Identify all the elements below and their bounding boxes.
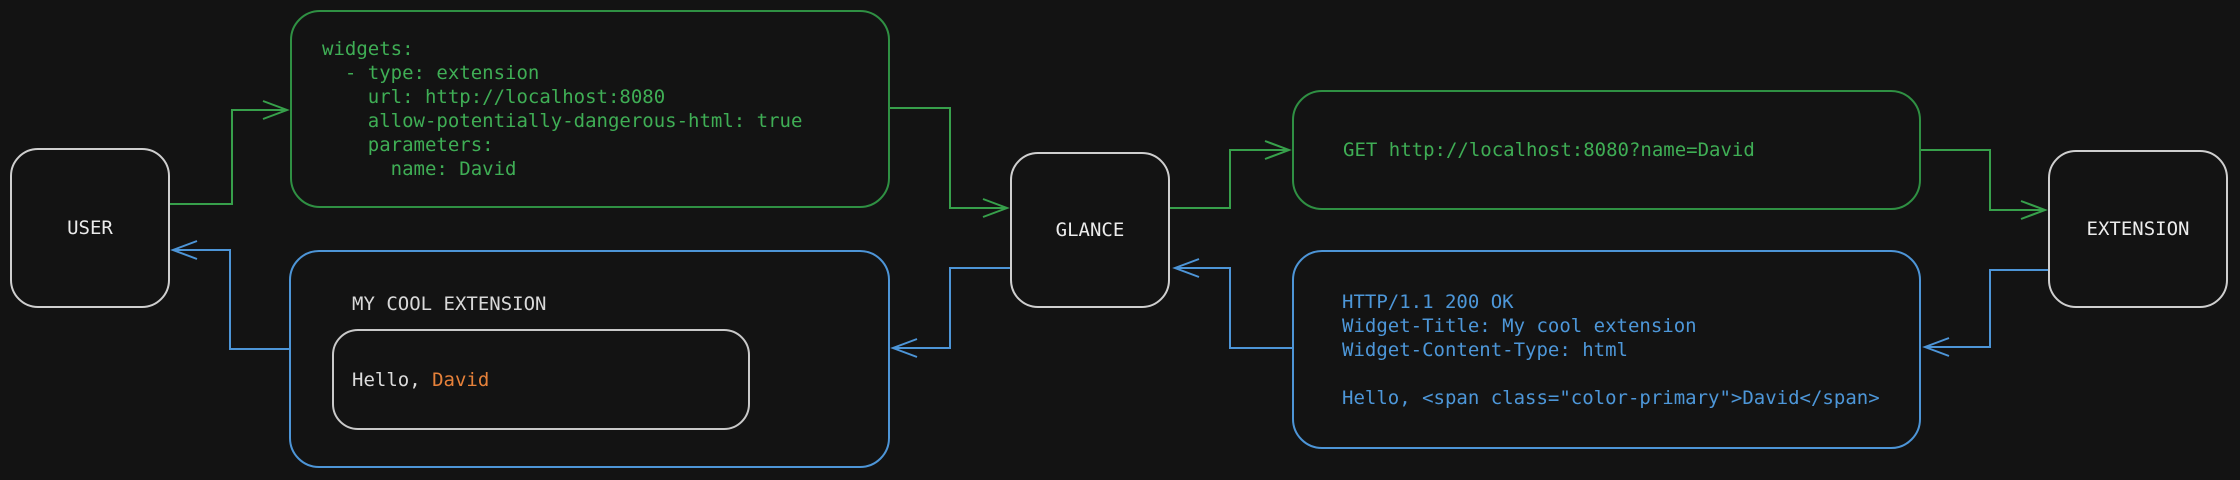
request-message-box: GET http://localhost:8080?name=David: [1292, 90, 1921, 210]
user-node-label: USER: [67, 217, 113, 239]
widget-content-frame: Hello, David: [332, 329, 750, 430]
http-response-code: HTTP/1.1 200 OK Widget-Title: My cool ex…: [1342, 290, 1880, 409]
response-message-box: HTTP/1.1 200 OK Widget-Title: My cool ex…: [1292, 250, 1921, 449]
arrow-extension-to-response: [1922, 269, 2048, 357]
extension-node-label: EXTENSION: [2086, 218, 2190, 240]
glance-node: GLANCE: [1010, 152, 1170, 308]
user-node: USER: [10, 148, 170, 308]
arrow-config-to-glance: [890, 107, 1010, 218]
arrow-response-to-glance: [1172, 258, 1292, 349]
arrow-glance-to-request: [1170, 140, 1292, 209]
widget-greeting: Hello, David: [352, 368, 489, 392]
arrow-glance-to-widget: [890, 267, 1010, 358]
http-request-text: GET http://localhost:8080?name=David: [1343, 139, 1755, 161]
extension-node: EXTENSION: [2048, 150, 2228, 308]
config-yaml-code: widgets: - type: extension url: http://l…: [322, 38, 803, 180]
widget-preview-box: MY COOL EXTENSION Hello, David: [289, 250, 890, 468]
arrow-widget-to-user: [170, 240, 289, 350]
arrow-request-to-extension: [1921, 149, 2048, 220]
greeting-prefix: Hello,: [352, 368, 433, 391]
glance-node-label: GLANCE: [1055, 219, 1125, 241]
widget-title: MY COOL EXTENSION: [352, 293, 547, 315]
greeting-name: David: [432, 368, 490, 391]
arrow-user-to-config: [170, 100, 290, 205]
config-message-box: widgets: - type: extension url: http://l…: [290, 10, 890, 208]
